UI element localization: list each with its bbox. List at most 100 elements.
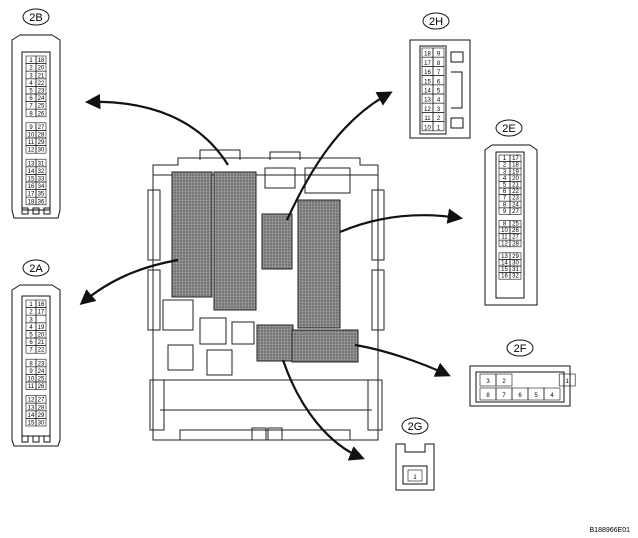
- pin-number: 22: [512, 189, 519, 195]
- pin-number: 29: [38, 413, 45, 419]
- pin-cell: [407, 469, 423, 482]
- pin-number: 20: [512, 176, 519, 182]
- pin-number: 6: [29, 340, 33, 346]
- junction-block: [147, 149, 385, 441]
- pin-number: 14: [28, 169, 35, 175]
- pin-cell: [35, 381, 47, 390]
- pin-number: 5: [437, 89, 441, 95]
- pin-number: 15: [424, 79, 431, 85]
- connector-2E-label: 2E: [502, 123, 515, 135]
- pin-number: 13: [28, 405, 35, 411]
- connector-2G-housing: [395, 443, 435, 491]
- connector-2B-label: 2B: [29, 12, 42, 24]
- pin-cell: [35, 108, 47, 118]
- connector-2H-label: 2H: [429, 16, 443, 28]
- pin-number: 29: [512, 254, 519, 260]
- pin-number: 7: [29, 104, 33, 110]
- cavity-2G: [256, 324, 294, 362]
- pin-cell: [35, 418, 47, 427]
- pin-number: 9: [503, 209, 507, 215]
- pin-number: 5: [503, 183, 507, 189]
- arrow-to-2B: [84, 93, 229, 166]
- cavity-2F: [291, 329, 359, 363]
- pin-number: 5: [29, 89, 33, 95]
- pin-number: 20: [38, 66, 45, 72]
- pin-number: 32: [512, 274, 519, 280]
- pin-number: 8: [437, 61, 441, 67]
- pin-number: 27: [38, 398, 45, 404]
- pin-number: 23: [38, 89, 45, 95]
- pin-number: 30: [38, 421, 45, 427]
- pin-number: 22: [38, 81, 45, 87]
- pin-number: 18: [424, 52, 431, 58]
- pin-number: 2: [503, 163, 507, 169]
- pin-number: 1: [503, 156, 507, 162]
- pin-number: 14: [501, 261, 508, 267]
- pin-number: 28: [38, 133, 45, 139]
- pin-number: 10: [424, 125, 431, 131]
- pin-number: 21: [512, 183, 519, 189]
- pin-number: 3: [503, 169, 507, 175]
- pin-number: 6: [503, 189, 507, 195]
- pin-number: 14: [28, 413, 35, 419]
- pin-number: 1: [29, 58, 33, 64]
- pin-number: 23: [512, 196, 519, 202]
- pin-number: 18: [38, 58, 45, 64]
- pin-number: 11: [501, 235, 508, 241]
- drawing-code: B188966E01: [590, 527, 631, 534]
- arrow-to-2G: [281, 359, 365, 461]
- callout-arrows: [79, 91, 464, 461]
- pin-number: 32: [38, 169, 45, 175]
- pin-number: 8: [503, 202, 507, 208]
- pin-number: 8: [29, 361, 33, 367]
- pin-number: 30: [38, 148, 45, 154]
- pin-number: 5: [29, 333, 33, 339]
- pin-number: 1: [413, 475, 417, 481]
- pin-number: 17: [28, 192, 35, 198]
- pin-number: 3: [437, 107, 441, 113]
- pin-number: 28: [512, 241, 519, 247]
- pin-number: 1: [566, 379, 570, 385]
- pin-number: 27: [38, 125, 45, 131]
- pin-number: 27: [512, 235, 519, 241]
- pin-number: 12: [28, 398, 35, 404]
- pin-number: 16: [501, 274, 508, 280]
- pin-number: 26: [38, 111, 45, 117]
- pin-number: 15: [501, 267, 508, 273]
- pin-number: 1: [29, 302, 33, 308]
- pin-number: 8: [29, 111, 33, 117]
- pin-number: 4: [437, 98, 441, 104]
- pin-number: 17: [512, 156, 519, 162]
- pin-number: 24: [38, 369, 45, 375]
- pin-number: 12: [501, 241, 508, 247]
- pin-number: 23: [38, 361, 45, 367]
- pin-number: 6: [437, 79, 441, 85]
- pin-number: 18: [28, 199, 35, 205]
- pin-number: 19: [512, 169, 519, 175]
- pin-number: 4: [550, 393, 554, 399]
- pin-number: 8: [486, 393, 490, 399]
- connector-2F-label-oval: [506, 339, 534, 357]
- pin-number: 20: [38, 333, 45, 339]
- pin-number: 2: [29, 310, 33, 316]
- pin-number: 31: [512, 267, 519, 273]
- connector-2B-label-oval: [22, 8, 50, 26]
- pin-number: 16: [38, 302, 45, 308]
- pin-number: 15: [28, 177, 35, 183]
- pin-number: 2: [502, 379, 506, 385]
- pin-number: 4: [29, 81, 33, 87]
- pin-number: 4: [503, 176, 507, 182]
- pin-number: 3: [29, 73, 33, 79]
- pin-cell: [558, 373, 576, 387]
- pin-number: 12: [424, 107, 431, 113]
- pin-number: 29: [38, 140, 45, 146]
- pin-number: 25: [38, 104, 45, 110]
- pin-number: 11: [28, 384, 35, 390]
- pin-number: 3: [29, 317, 33, 323]
- cavity-2B: [213, 171, 257, 311]
- pin-number: 17: [424, 61, 431, 67]
- pin-number: 30: [512, 261, 519, 267]
- pin-number: 3: [486, 379, 490, 385]
